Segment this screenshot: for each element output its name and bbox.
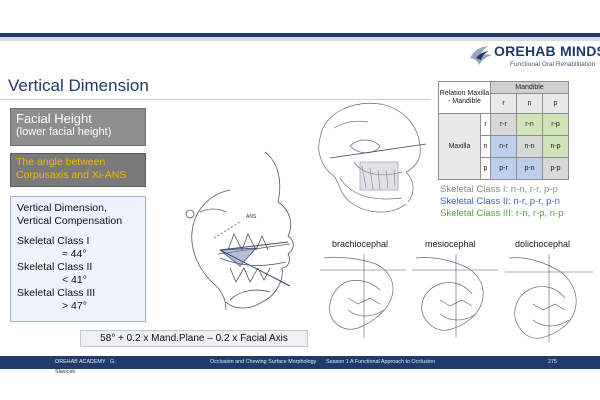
- skull-illustration: [318, 102, 427, 213]
- header-band: [0, 37, 600, 41]
- maxilla-header: Maxilla: [438, 113, 481, 180]
- cell-n-p: n-p: [542, 135, 569, 158]
- svg-text:ANS: ANS: [246, 214, 257, 220]
- page-title: Vertical Dimension: [8, 76, 149, 95]
- class-3-label: Skeletal Class III: [17, 287, 96, 299]
- class-3-value: > 47°: [62, 300, 87, 312]
- legend-class-3: Skeletal Class III: r-n, r-p, n-p: [440, 208, 564, 219]
- footer-author-initial: G.: [110, 359, 116, 365]
- relation-corner: Relation Maxilla - Mandible: [438, 81, 491, 114]
- logo: OREHAB MINDS Functional Oral Rehabilitat…: [468, 42, 600, 72]
- vertical-dimension-heading: Vertical Dimension, Vertical Compensatio…: [17, 202, 123, 227]
- footer-course: Occlusion and Chewing Surface Morphology: [210, 359, 317, 365]
- angle-box: The angle between Corpusaxis and Xi-ANS: [10, 153, 146, 187]
- facial-height-subtitle: (lower facial height): [16, 126, 112, 138]
- facial-height-title: Facial Height: [16, 111, 92, 126]
- logo-subtitle: Functional Oral Rehabilitation: [510, 61, 596, 68]
- cell-p-n: p-n: [516, 157, 543, 180]
- class-2-label: Skeletal Class II: [17, 261, 93, 273]
- col-header-p: p: [542, 93, 569, 114]
- class-1-label: Skeletal Class I: [17, 235, 90, 247]
- cell-n-n: n-n: [516, 135, 543, 158]
- cell-r-p: r-p: [542, 113, 569, 136]
- title-divider: [0, 99, 430, 100]
- footer-academy: OREHAB ACADEMY: [55, 359, 106, 365]
- cephalogram-face-illustration: ANS: [185, 151, 294, 311]
- footer-page-number: 275: [548, 359, 557, 365]
- row-header-n: n: [480, 135, 491, 158]
- brachiocephal-tracing: [320, 254, 406, 338]
- vertical-dimension-box: Vertical Dimension, Vertical Compensatio…: [10, 196, 146, 322]
- facial-height-box: Facial Height (lower facial height): [10, 108, 146, 146]
- mesiocephal-tracing: [412, 254, 498, 338]
- cell-n-r: n-r: [490, 135, 517, 158]
- cell-p-p: p-p: [542, 157, 569, 180]
- top-band: [0, 0, 600, 34]
- legend-class-1: Skeletal Class I: n-n, r-r, p-p: [440, 184, 558, 195]
- footer-bar: OREHAB ACADEMY G. Occlusion and Chewing …: [0, 356, 600, 369]
- header-rule: [0, 33, 600, 37]
- dolichocephal-label: dolichocephal: [515, 239, 571, 249]
- cell-r-r: r-r: [490, 113, 517, 136]
- footer-author-name: Slavicek: [55, 369, 76, 375]
- class-2-value: < 41°: [62, 274, 87, 286]
- class-1-value: ≈ 44°: [62, 248, 87, 260]
- brachiocephal-label: brachiocephal: [332, 239, 389, 249]
- logo-title: OREHAB MINDS: [494, 43, 600, 59]
- mandible-header: Mandible: [490, 81, 569, 94]
- mesiocephal-label: mesiocephal: [425, 239, 476, 249]
- row-header-r: r: [480, 113, 491, 136]
- col-header-n: n: [516, 93, 543, 114]
- dolichocephal-tracing: [505, 254, 593, 342]
- bird-logo-icon: [470, 46, 492, 65]
- relation-table: Relation Maxilla - Mandible Mandible r n…: [438, 81, 569, 180]
- skeletal-class-legend: Skeletal Class I: n-n, r-r, p-p Skeletal…: [440, 184, 564, 220]
- footer-subtitle: A Functional Approach to Occlusion: [350, 359, 436, 365]
- row-header-p: p: [480, 157, 491, 180]
- legend-class-2: Skeletal Class II: n-r, p-r, p-n: [440, 196, 560, 207]
- col-header-r: r: [490, 93, 517, 114]
- cell-r-n: r-n: [516, 113, 543, 136]
- formula-box: 58° + 0.2 x Mand.Plane – 0.2 x Facial Ax…: [80, 330, 308, 347]
- footer-season: Season 1: [326, 359, 349, 365]
- cell-p-r: p-r: [490, 157, 517, 180]
